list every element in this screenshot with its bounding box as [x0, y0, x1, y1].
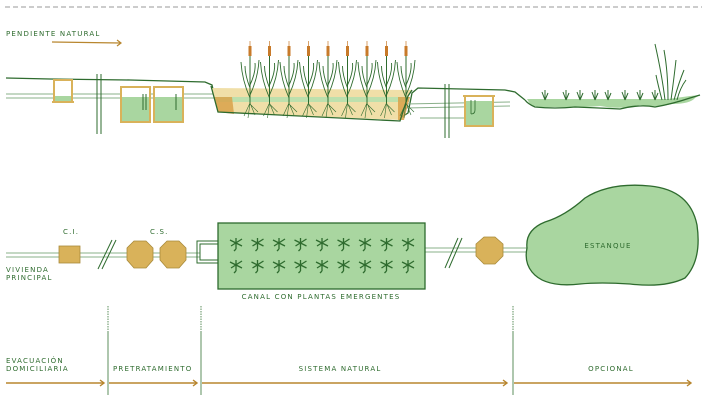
reed-plant	[377, 41, 396, 119]
reed-plants	[240, 41, 416, 119]
emergent-plant-canal	[217, 222, 426, 290]
canal-plant-symbol	[401, 238, 415, 252]
house-label-line2: PRINCIPAL	[6, 274, 53, 282]
canal-plant-symbol	[251, 260, 264, 274]
profile-septic-tanks	[120, 86, 184, 123]
stage-2-label: PRETRATAMIENTO	[113, 365, 192, 373]
pond-plant	[604, 90, 612, 101]
stage-arrows	[6, 379, 693, 387]
canal-plant-symbol	[294, 260, 307, 274]
profile-pond	[524, 94, 701, 110]
slope-arrow	[51, 39, 122, 47]
outlet-chamber	[475, 236, 504, 265]
canal-plant-symbol	[337, 260, 350, 274]
reed-plant	[240, 41, 260, 119]
reed-plant	[338, 41, 357, 119]
inlet-box	[196, 240, 220, 264]
reed-plant	[279, 41, 299, 119]
canal-plant-symbol	[315, 260, 329, 274]
pond-plan	[525, 184, 699, 286]
pond-plant	[576, 90, 584, 101]
tall-grass	[654, 43, 687, 101]
stage-1-label-line2: DOMICILIARIA	[6, 365, 69, 373]
septic-chambers	[126, 240, 187, 269]
stage-dividers	[107, 306, 514, 395]
pond-label: ESTANQUE	[584, 242, 631, 250]
break-symbol-2	[444, 237, 463, 269]
pond-plant	[541, 90, 549, 101]
pond-plant	[621, 90, 629, 101]
canal-plant-symbol	[380, 238, 393, 252]
canal-plant-symbol	[229, 238, 243, 252]
reed-plant	[357, 41, 377, 119]
canal-plants	[229, 238, 415, 274]
pond-plant	[591, 90, 599, 101]
pond-plant	[636, 90, 644, 101]
inspection-chamber	[58, 245, 81, 264]
canal-plant-symbol	[294, 238, 307, 252]
break-symbol	[97, 239, 117, 270]
canal-plant-symbol	[272, 260, 286, 274]
profile-divider	[96, 74, 450, 138]
reed-plant	[260, 41, 279, 119]
slope-label: PENDIENTE NATURAL	[6, 30, 100, 38]
canal-label: CANAL CON PLANTAS EMERGENTES	[242, 293, 401, 301]
reed-plant	[396, 41, 416, 119]
cs-label: C.S.	[150, 228, 169, 236]
house-label-line1: VIVIENDA	[6, 266, 49, 274]
pond-plants	[541, 43, 687, 101]
canal-plant-symbol	[358, 238, 372, 252]
canal-plant-symbol	[315, 238, 329, 252]
canal-plant-symbol	[272, 238, 286, 252]
reed-plant	[299, 41, 318, 119]
pond-plant	[651, 90, 659, 101]
pond-plant	[562, 90, 570, 101]
canal-plant-symbol	[229, 260, 243, 274]
reed-plant	[318, 41, 338, 119]
canal-plant-symbol	[337, 238, 350, 252]
canal-plant-symbol	[380, 260, 393, 274]
stage-3-label: SISTEMA NATURAL	[299, 365, 382, 373]
canal-plant-symbol	[251, 238, 264, 252]
profile-outlet-box	[463, 95, 495, 127]
canal-plant-symbol	[401, 260, 415, 274]
profile-inspection-box	[52, 79, 74, 103]
stage-4-label: OPCIONAL	[588, 365, 634, 373]
ci-label: C.I.	[63, 228, 79, 236]
wetland-trench	[210, 85, 413, 122]
canal-plant-symbol	[358, 260, 372, 274]
stage-1-label-line1: EVACUACIÓN	[6, 356, 64, 365]
